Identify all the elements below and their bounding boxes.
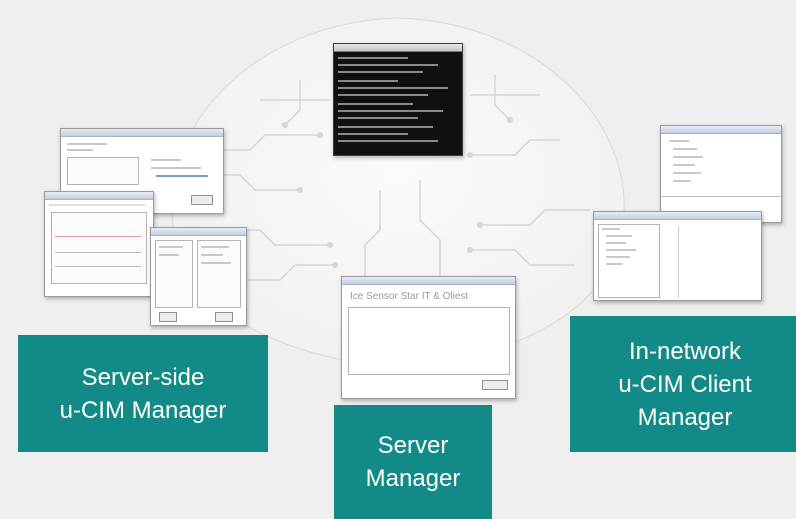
- server-side-label-line1: Server-side: [81, 363, 205, 391]
- server-side-chart-window: [44, 191, 154, 297]
- server-side-label-line2: u-CIM Manager: [59, 396, 227, 424]
- in-network-label-line3: Manager: [637, 403, 733, 431]
- in-network-label-line2: u-CIM Client: [618, 370, 752, 398]
- server-manager-label: Server Manager: [334, 405, 492, 519]
- server-manager-label-line1: Server: [377, 432, 449, 459]
- in-network-label: In-network u-CIM Client Manager: [570, 316, 796, 452]
- server-side-label: Server-side u-CIM Manager: [18, 335, 268, 452]
- console-window: [333, 43, 463, 156]
- server-manager-header-text: Ice Sensor Star IT & Oliest: [350, 291, 469, 302]
- circuit-traces: [200, 75, 590, 290]
- in-network-label-line1: In-network: [628, 337, 742, 365]
- client-list-window: [593, 211, 762, 301]
- server-manager-label-line2: Manager: [365, 465, 461, 492]
- server-side-list-window: [150, 227, 247, 326]
- client-tree-window: [660, 125, 782, 223]
- server-manager-window: Ice Sensor Star IT & Oliest: [341, 276, 516, 399]
